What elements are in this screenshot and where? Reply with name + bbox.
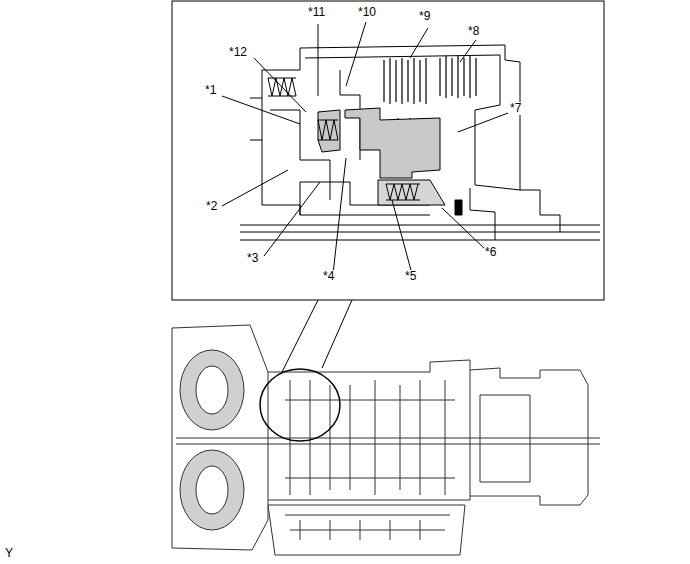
callout-number: *3 (246, 252, 259, 265)
clutch-section (240, 45, 600, 240)
callout-number: *2 (205, 200, 218, 213)
callout-number: *11 (307, 6, 326, 19)
callout-number: *12 (228, 46, 248, 59)
callout-number: *6 (484, 246, 497, 259)
callout-number: *9 (418, 10, 431, 23)
inset-frame (172, 1, 604, 300)
transmission-overview (172, 325, 600, 555)
figure-code: Y (4, 547, 14, 560)
callout-number: *5 (404, 270, 417, 283)
leader-lines (222, 22, 508, 274)
callout-number: *1 (204, 84, 217, 97)
callout-number: *8 (467, 25, 480, 38)
callout-number: *4 (322, 270, 335, 283)
callout-number: *7 (509, 102, 522, 115)
zoom-circle (260, 369, 340, 441)
inset-pointer (282, 300, 352, 372)
callout-number: *10 (357, 6, 377, 19)
